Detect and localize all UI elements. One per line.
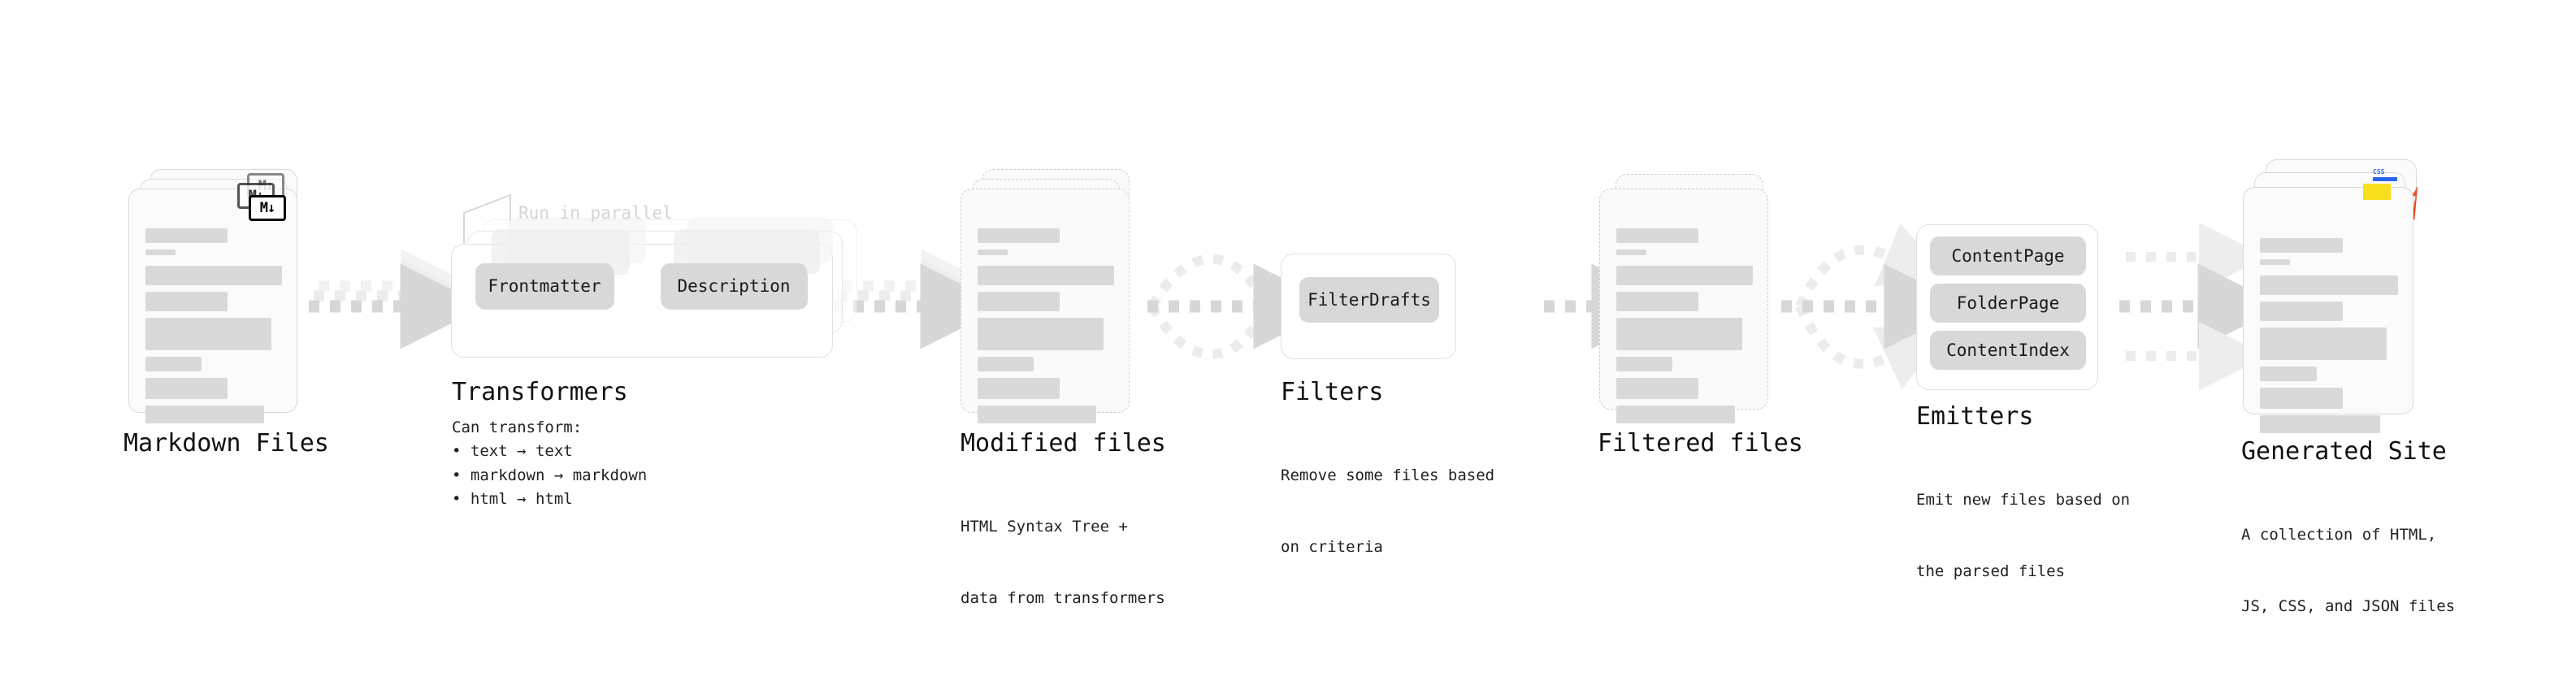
site-placeholder-lines: [2260, 238, 2398, 433]
stage-filtered-files: [1599, 174, 1768, 423]
placeholder-bar: [1616, 292, 1698, 311]
generated-site-description-line-0: A collection of HTML,: [2241, 525, 2437, 544]
js-icon: [2363, 184, 2391, 200]
arrow-markdown-to-transformers: [309, 249, 486, 349]
placeholder-bar: [2260, 259, 2291, 265]
transformers-item-0: • text → text: [452, 442, 573, 461]
filters-description-line-1: on criteria: [1281, 538, 1383, 557]
placeholder-bar: [2260, 301, 2343, 321]
transformers-item-2: • html → html: [452, 490, 573, 509]
emitter-chip-folderpage[interactable]: FolderPage: [1930, 284, 2086, 323]
placeholder-bar: [1616, 266, 1753, 285]
filters-description-line-0: Remove some files based: [1281, 466, 1495, 484]
generated-site-description-line-1: JS, CSS, and JSON files: [2241, 597, 2456, 616]
filters-box: FilterDrafts: [1281, 254, 1456, 359]
filtered-card-front: [1599, 189, 1768, 423]
placeholder-bar: [1616, 357, 1672, 371]
placeholder-bar: [1616, 378, 1698, 399]
filtered-placeholder-lines: [1616, 228, 1753, 423]
placeholder-bar: [978, 357, 1034, 371]
placeholder-bar: [2260, 238, 2343, 253]
placeholder-bar: [145, 406, 265, 423]
placeholder-bar: [145, 378, 228, 399]
stage-title-markdown-files: Markdown Files: [124, 429, 329, 458]
modified-files-description: HTML Syntax Tree + data from transformer…: [961, 467, 1165, 659]
markdown-icon: M↓: [249, 195, 286, 221]
css-icon: CSS: [2373, 169, 2397, 181]
placeholder-bar: [2260, 327, 2387, 360]
emitter-chip-contentindex[interactable]: ContentIndex: [1930, 331, 2086, 370]
run-in-parallel-label: Run in parallel: [518, 203, 673, 223]
modified-files-description-line-0: HTML Syntax Tree +: [961, 517, 1128, 536]
site-card-front-html: [2243, 187, 2413, 433]
placeholder-bar: [978, 266, 1114, 285]
placeholder-bar: [1616, 406, 1736, 423]
modified-files-description-line-1: data from transformers: [961, 589, 1165, 608]
stage-modified-files: [961, 169, 1130, 423]
placeholder-bar: [1616, 249, 1646, 255]
arrow-emitters-to-site: [2119, 223, 2283, 390]
run-in-parallel-bracket: [463, 194, 511, 244]
placeholder-bar: [145, 357, 202, 371]
generated-site-description: A collection of HTML, JS, CSS, and JSON …: [2241, 475, 2455, 667]
stage-title-filters: Filters: [1281, 378, 1384, 406]
placeholder-bar: [2260, 415, 2380, 433]
arrow-modified-to-filters: [1147, 254, 1339, 360]
transformer-chip-description-front[interactable]: Description: [661, 263, 807, 309]
arrow-filtered-to-emitters: [1781, 223, 1970, 389]
stage-title-emitters: Emitters: [1916, 402, 2034, 431]
filtered-file-stack: [1599, 174, 1768, 423]
generated-site-stack: CSS: [2243, 159, 2417, 433]
placeholder-bar: [978, 318, 1104, 350]
emitters-description-line-0: Emit new files based on: [1916, 490, 2131, 509]
stage-title-modified-files: Modified files: [961, 429, 1166, 458]
emitters-box: ContentPage FolderPage ContentIndex: [1916, 224, 2098, 390]
stage-filters: FilterDrafts: [1281, 254, 1456, 359]
stage-title-transformers: Transformers: [452, 378, 628, 406]
placeholder-bar: [145, 318, 271, 350]
transformers-description-heading: Can transform:: [452, 419, 583, 436]
filter-chip-filterdrafts[interactable]: FilterDrafts: [1299, 277, 1439, 323]
placeholder-bar: [978, 378, 1060, 399]
placeholder-bar: [145, 228, 228, 243]
stage-markdown-files: M↓ M↓ M↓: [128, 169, 297, 423]
stage-title-generated-site: Generated Site: [2241, 437, 2447, 466]
modified-file-stack: [961, 169, 1130, 423]
css-icon-label: CSS: [2373, 168, 2385, 176]
arrow-transformers-to-modified: [832, 249, 1006, 349]
stage-emitters: ContentPage FolderPage ContentIndex: [1916, 224, 2098, 390]
emitters-description: Emit new files based on the parsed files: [1916, 440, 2130, 632]
placeholder-bar: [2260, 388, 2343, 409]
markdown-file-stack: M↓ M↓ M↓: [128, 169, 297, 423]
placeholder-bar: [2260, 367, 2317, 381]
transformer-chip-frontmatter-front[interactable]: Frontmatter: [475, 263, 614, 309]
placeholder-bar: [145, 266, 282, 285]
modified-card-front: [961, 189, 1130, 423]
placeholder-bar: [978, 406, 1097, 423]
filters-description: Remove some files based on criteria: [1281, 416, 1494, 608]
placeholder-bar: [978, 249, 1008, 255]
emitters-description-line-1: the parsed files: [1916, 562, 2066, 581]
placeholder-bar: [1616, 318, 1742, 350]
stage-generated-site: CSS: [2243, 159, 2417, 433]
transformers-item-1: • markdown → markdown: [452, 466, 648, 484]
placeholder-bar: [1616, 228, 1698, 243]
markdown-placeholder-lines: [145, 228, 282, 423]
transformers-description: Can transform: • text → text • markdown …: [452, 416, 647, 512]
stage-title-filtered-files: Filtered files: [1598, 429, 1803, 458]
placeholder-bar: [978, 228, 1060, 243]
placeholder-bar: [145, 249, 176, 255]
placeholder-bar: [2260, 275, 2398, 295]
markdown-card-front: [128, 189, 297, 423]
css-icon-bar: [2373, 177, 2397, 181]
placeholder-bar: [145, 292, 228, 311]
placeholder-bar: [978, 292, 1060, 311]
modified-placeholder-lines: [978, 228, 1114, 423]
emitter-chip-contentpage[interactable]: ContentPage: [1930, 236, 2086, 275]
